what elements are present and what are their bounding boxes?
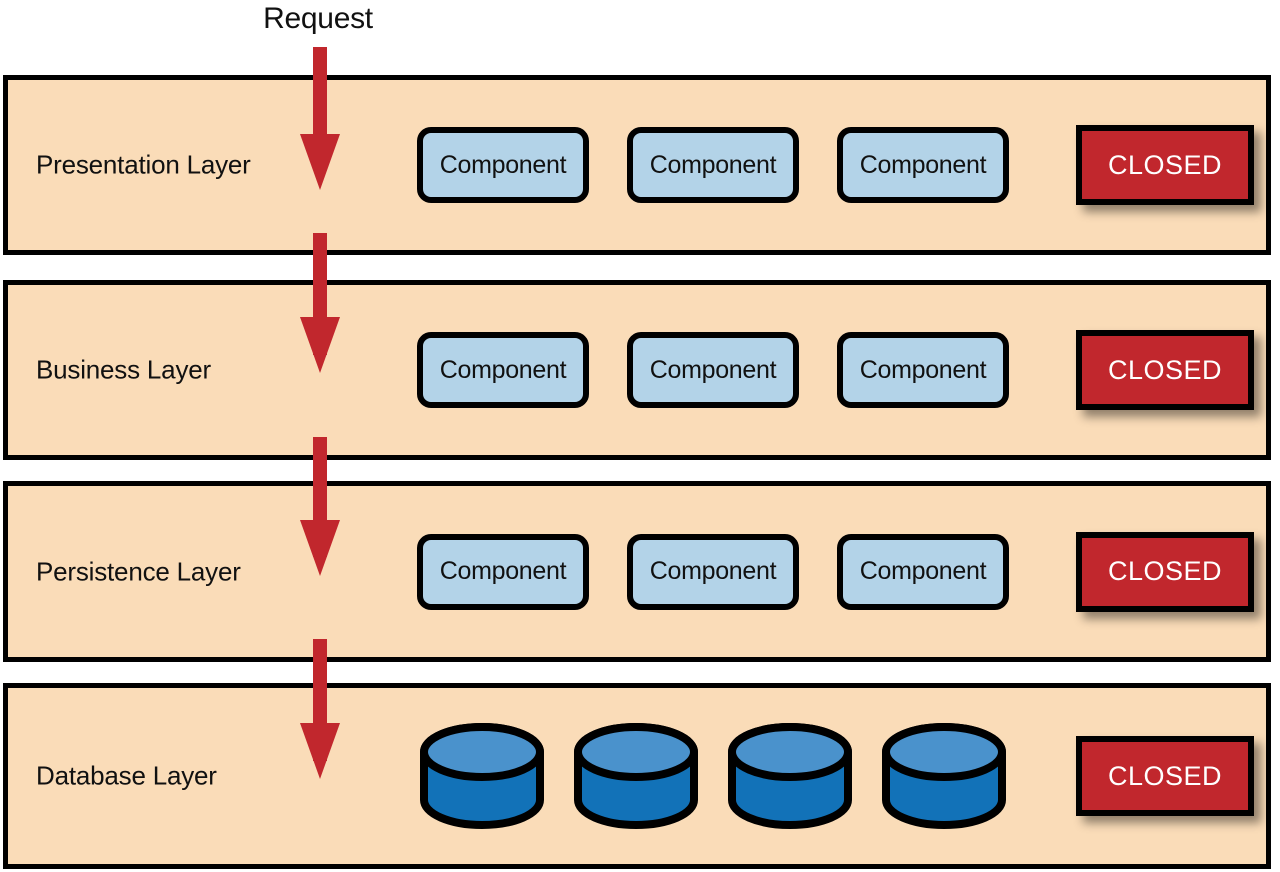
database-cylinder[interactable] <box>417 722 547 830</box>
component-box[interactable]: Component <box>627 533 799 610</box>
layer-persistence: Persistence Layer Component Component Co… <box>3 481 1271 662</box>
status-badge-closed: CLOSED <box>1076 531 1254 612</box>
component-box[interactable]: Component <box>837 533 1009 610</box>
status-badge-closed: CLOSED <box>1076 736 1254 816</box>
component-box[interactable]: Component <box>417 533 589 610</box>
request-label: Request <box>263 2 373 35</box>
layer-title-presentation: Presentation Layer <box>36 149 251 180</box>
component-box[interactable]: Component <box>837 127 1009 203</box>
component-box[interactable]: Component <box>627 127 799 203</box>
component-box[interactable]: Component <box>417 127 589 203</box>
component-box[interactable]: Component <box>837 332 1009 408</box>
layer-database: Database Layer CLOSED <box>3 683 1271 869</box>
layer-presentation: Presentation Layer Component Component C… <box>3 75 1271 255</box>
layer-title-database: Database Layer <box>36 760 217 791</box>
database-cylinder[interactable] <box>725 722 855 830</box>
layer-title-persistence: Persistence Layer <box>36 556 241 586</box>
component-box[interactable]: Component <box>417 332 589 408</box>
layer-title-business: Business Layer <box>36 354 211 385</box>
database-cylinder[interactable] <box>571 722 701 830</box>
status-badge-closed: CLOSED <box>1076 125 1254 205</box>
status-badge-closed: CLOSED <box>1076 330 1254 410</box>
component-box[interactable]: Component <box>627 332 799 408</box>
layer-business: Business Layer Component Component Compo… <box>3 280 1271 460</box>
database-cylinder[interactable] <box>879 722 1009 830</box>
